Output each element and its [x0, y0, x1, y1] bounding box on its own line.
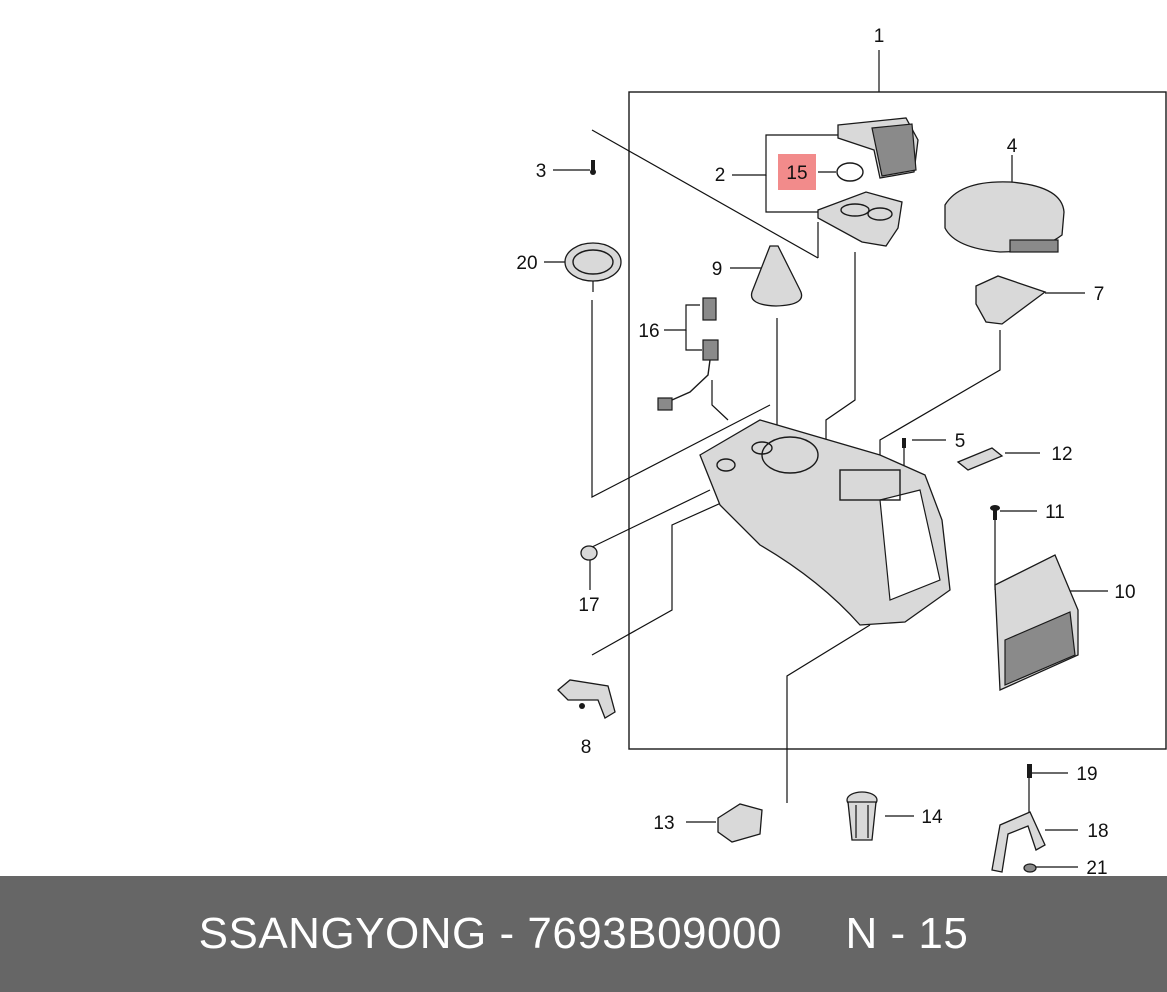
callout-label-4: 4	[1007, 136, 1018, 157]
callout-label-16: 16	[638, 321, 659, 342]
connector-16	[657, 297, 719, 411]
bolt-19	[1027, 764, 1032, 812]
leader-lines	[544, 129, 1108, 868]
footer-banner: SSANGYONG - 7693B09000 N - 15	[0, 876, 1167, 992]
callout-label-1: 1	[874, 26, 885, 47]
screw-11	[990, 505, 1000, 520]
callout-label-21: 21	[1086, 858, 1107, 876]
highlight-15	[778, 154, 816, 190]
grille-10	[994, 554, 1079, 691]
callout-label-15: 15	[786, 163, 807, 184]
callout-label-18: 18	[1087, 821, 1108, 842]
part-number-caption: SSANGYONG - 7693B09000 N - 15	[198, 909, 969, 958]
ash-cup-14	[846, 791, 878, 841]
callout-label-17: 17	[578, 595, 599, 616]
parts-diagram: 1 2 3 4 5 7 8 9 10 11 12 13 14 15 16 17 …	[516, 26, 1167, 876]
armrest-4	[944, 181, 1065, 253]
ring-20	[564, 242, 622, 292]
callout-label-10: 10	[1114, 582, 1135, 603]
assembly-frame	[628, 91, 1167, 750]
callout-label-19: 19	[1076, 764, 1097, 785]
callout-label-2: 2	[715, 165, 726, 186]
callout-label-8: 8	[581, 737, 592, 758]
clip-13	[717, 803, 763, 843]
callout-label-12: 12	[1051, 444, 1072, 465]
callout-label-13: 13	[653, 813, 674, 834]
callout-label-20: 20	[516, 253, 537, 274]
callout-label-9: 9	[712, 259, 723, 280]
callout-label-5: 5	[955, 431, 966, 452]
callout-label-11: 11	[1045, 502, 1065, 523]
bracket-18	[991, 811, 1046, 873]
pad-7	[975, 275, 1047, 325]
callout-label-3: 3	[536, 161, 547, 182]
bracket-8	[557, 679, 616, 719]
screw-5	[902, 438, 906, 448]
plug-17	[580, 545, 598, 561]
screw-3	[590, 160, 596, 175]
callout-label-7: 7	[1094, 284, 1105, 305]
nut-21	[1023, 863, 1037, 873]
shift-boot-9	[750, 245, 803, 307]
callout-label-14: 14	[921, 807, 943, 828]
cover-12	[956, 447, 1004, 471]
console-body-1	[699, 419, 951, 626]
cup-holder-2	[817, 117, 919, 247]
